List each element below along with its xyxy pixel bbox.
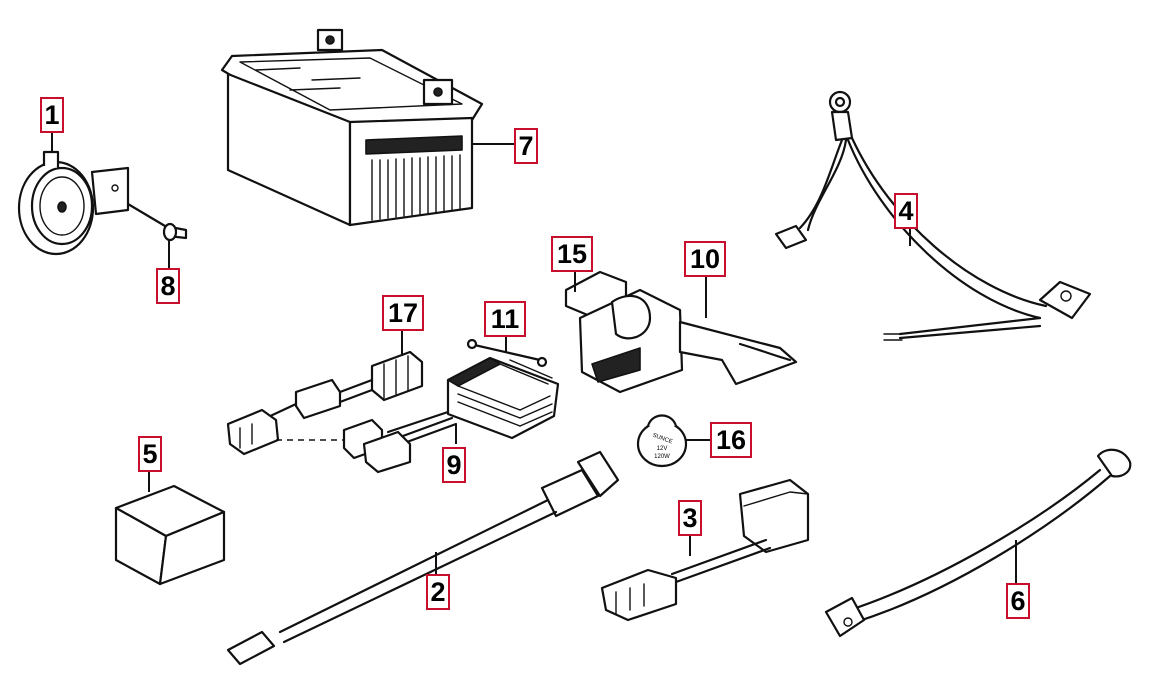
horn-part [17, 130, 130, 256]
callout-4: 4 [894, 193, 918, 229]
regulator-part [362, 332, 560, 474]
cap-connector-part [600, 478, 810, 622]
box-part [114, 466, 226, 586]
harness-part [774, 90, 1092, 341]
callout-1: 1 [40, 97, 64, 133]
callout-8: 8 [156, 268, 180, 304]
cable-part [226, 450, 620, 666]
callout-6: 6 [1006, 583, 1030, 619]
callout-3: 3 [678, 500, 702, 536]
fuse-cap-part: SUNCE 12V 120W [636, 414, 710, 468]
fuse-cap-wattage: 120W [654, 454, 670, 460]
battery-cable-part [824, 448, 1132, 638]
callout-10: 10 [684, 241, 726, 277]
callout-7: 7 [514, 128, 538, 164]
bolt-part [126, 202, 188, 268]
callout-17: 17 [382, 295, 424, 331]
callout-5: 5 [138, 436, 162, 472]
battery-part [220, 28, 514, 227]
callout-16: 16 [710, 422, 752, 458]
callout-9: 9 [442, 447, 466, 483]
starter-relay-part [564, 270, 798, 394]
callout-15: 15 [551, 236, 593, 272]
fuse-cap-voltage: 12V [657, 446, 668, 452]
callout-11: 11 [484, 301, 526, 337]
connector-harness-part [226, 330, 424, 460]
callout-2: 2 [426, 574, 450, 610]
